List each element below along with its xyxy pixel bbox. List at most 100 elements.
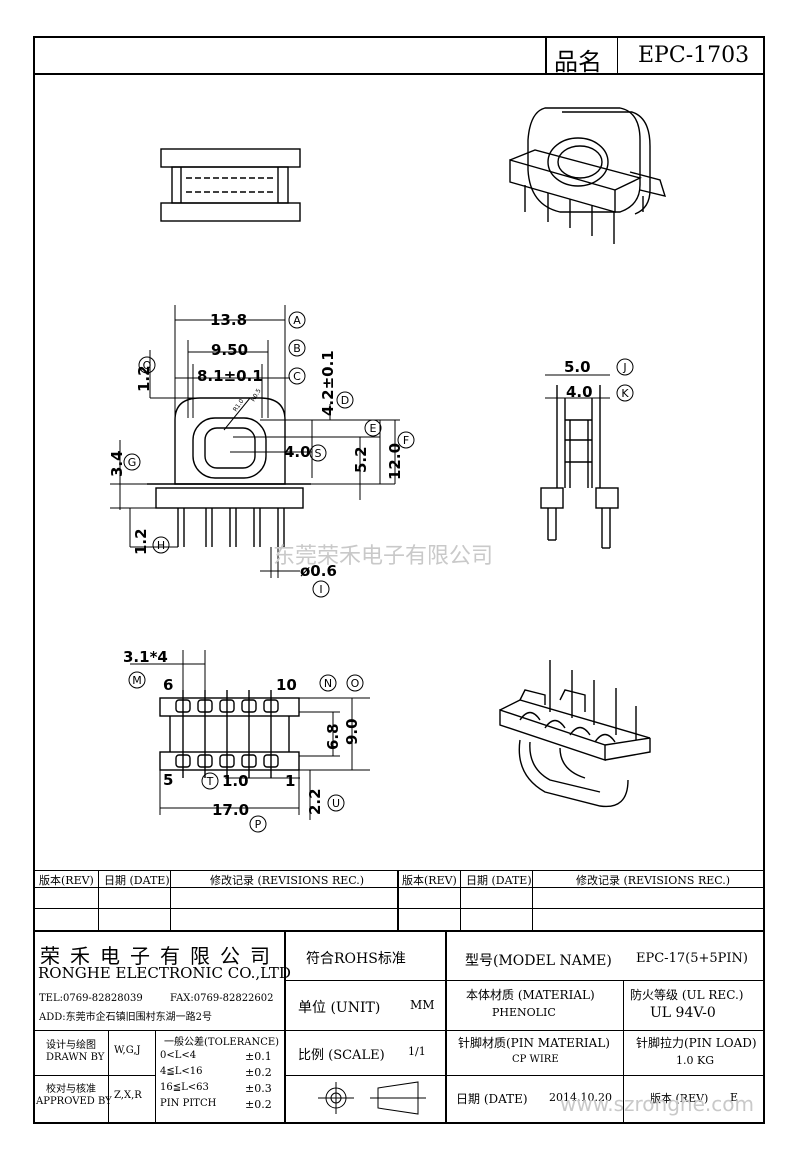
dim-0-6: ø0.6 — [300, 562, 337, 580]
tol-range-4: PIN PITCH — [160, 1098, 217, 1109]
dim-9-50: 9.50 — [211, 341, 248, 359]
marker-e: E — [370, 422, 377, 435]
dim-2-2: 2.2 — [306, 788, 324, 815]
marker-f: F — [403, 434, 409, 447]
version-value: E — [730, 1091, 739, 1104]
drawn-by-value: W,G,J — [114, 1045, 141, 1056]
marker-k: K — [621, 387, 629, 400]
rec-header-1: 修改记录 (REVISIONS REC.) — [210, 874, 365, 887]
marker-q: Q — [143, 359, 152, 372]
technical-drawing: 13.8 9.50 8.1±0.1 4.0 ø0.6 5.0 4.0 3.1*4… — [108, 107, 667, 833]
tol-range-1: 0<L<4 — [160, 1050, 197, 1061]
material-label: 本体材质 (MATERIAL) — [466, 988, 595, 1002]
date-value: 2014.10.20 — [549, 1091, 612, 1104]
dim-1-2h: 1.2 — [132, 528, 150, 555]
dim-3-1x4: 3.1*4 — [123, 648, 168, 666]
marker-a: A — [293, 314, 301, 327]
tol-val-4: ±0.2 — [245, 1098, 272, 1111]
drawn-by-en: DRAWN BY — [46, 1052, 105, 1063]
isometric-view-bottom — [499, 660, 651, 808]
approved-by-value: Z,X,R — [114, 1090, 142, 1101]
tol-range-3: 16≦L<63 — [160, 1082, 209, 1093]
company-name-cn: 荣禾电子有限公司 — [40, 944, 280, 968]
dim-5-0: 5.0 — [564, 358, 591, 376]
top-view — [160, 148, 301, 222]
company-tel: TEL:0769-82828039 — [39, 993, 143, 1004]
approved-by-cn: 校对与核准 — [46, 1084, 96, 1095]
pin-load-value: 1.0 KG — [676, 1054, 714, 1067]
marker-p: P — [255, 818, 262, 831]
dim-5-2: 5.2 — [352, 446, 370, 473]
marker-s: S — [315, 447, 322, 460]
isometric-view-top — [509, 107, 667, 244]
ul-label: 防火等级 (UL REC.) — [630, 988, 744, 1002]
pin-5: 5 — [163, 771, 173, 789]
marker-u: U — [332, 797, 340, 810]
pin-material-label: 针脚材质(PIN MATERIAL) — [458, 1036, 610, 1050]
dim-6-8: 6.8 — [324, 723, 342, 750]
part-number: EPC-1703 — [638, 43, 750, 68]
pin-load-label: 针脚拉力(PIN LOAD) — [636, 1036, 757, 1050]
model-value: EPC-17(5+5PIN) — [636, 951, 748, 966]
watermark-site: www.szronghe.com — [560, 1092, 754, 1116]
marker-t: T — [206, 775, 214, 788]
pin-10: 10 — [276, 676, 297, 694]
tol-val-1: ±0.1 — [245, 1050, 272, 1063]
dim-1-0t: 1.0 — [222, 772, 249, 790]
tol-range-2: 4≦L<16 — [160, 1066, 203, 1077]
bottom-view — [159, 690, 300, 778]
drawn-by-cn: 设计与绘图 — [46, 1040, 96, 1051]
tol-val-2: ±0.2 — [245, 1066, 272, 1079]
dim-13-8: 13.8 — [210, 311, 247, 329]
company-name-en: RONGHE ELECTRONIC CO.,LTD — [38, 964, 291, 982]
approved-by-en: APPROVED BY — [36, 1096, 112, 1107]
pin-6: 6 — [163, 676, 173, 694]
scale-value: 1/1 — [408, 1045, 426, 1058]
small-radius-b: R0.5 — [250, 387, 263, 403]
projection-symbol — [318, 1081, 426, 1115]
dim-1: 1 — [285, 772, 295, 790]
dim-4-0s: 4.0 — [284, 443, 311, 461]
company-address: ADD:东莞市企石镇旧围村东湖一路2号 — [39, 1012, 212, 1023]
unit-label: 单位 (UNIT) — [298, 1000, 381, 1016]
company-fax: FAX:0769-82822602 — [170, 993, 274, 1004]
marker-h: H — [157, 539, 165, 552]
watermark-center: 东莞荣禾电子有限公司 — [273, 544, 494, 569]
version-label: 版本 (REV) — [650, 1092, 709, 1105]
marker-j: J — [622, 361, 626, 374]
side-view — [540, 385, 619, 549]
date-label: 日期 (DATE) — [456, 1092, 528, 1106]
dim-12-0: 12.0 — [386, 443, 404, 480]
dim-17-0: 17.0 — [212, 801, 249, 819]
material-value: PHENOLIC — [492, 1006, 556, 1019]
marker-c: C — [293, 370, 301, 383]
marker-g: G — [128, 456, 137, 469]
drawing-sheet — [33, 36, 765, 1124]
dim-8-1: 8.1±0.1 — [197, 367, 263, 385]
marker-m: M — [132, 674, 142, 687]
dim-4-0k: 4.0 — [566, 383, 593, 401]
dim-9-0: 9.0 — [343, 718, 361, 745]
date-header-2: 日期 (DATE) — [466, 874, 532, 887]
tol-val-3: ±0.3 — [245, 1082, 272, 1095]
pin-material-value: CP WIRE — [512, 1054, 559, 1065]
marker-b: B — [293, 342, 301, 355]
scale-label: 比例 (SCALE) — [298, 1048, 385, 1063]
marker-n: N — [324, 677, 332, 690]
tolerance-title: 一般公差(TOLERANCE) — [164, 1037, 280, 1048]
marker-i: I — [319, 583, 322, 596]
dim-3-4: 3.4 — [108, 450, 126, 477]
dim-1-2q: 1.2 — [135, 365, 153, 392]
unit-value: MM — [410, 998, 435, 1012]
ul-value: UL 94V-0 — [650, 1005, 716, 1021]
rec-header-2: 修改记录 (REVISIONS REC.) — [576, 874, 731, 887]
model-label: 型号(MODEL NAME) — [465, 953, 612, 969]
dim-4-2: 4.2±0.1 — [319, 350, 337, 416]
rohs-label: 符合ROHS标准 — [306, 951, 406, 967]
marker-o: O — [351, 677, 360, 690]
rev-header-1: 版本(REV) — [39, 874, 94, 887]
date-header-1: 日期 (DATE) — [104, 874, 170, 887]
rev-header-2: 版本(REV) — [402, 874, 457, 887]
name-label: 品名 — [554, 48, 602, 76]
marker-d: D — [341, 394, 349, 407]
